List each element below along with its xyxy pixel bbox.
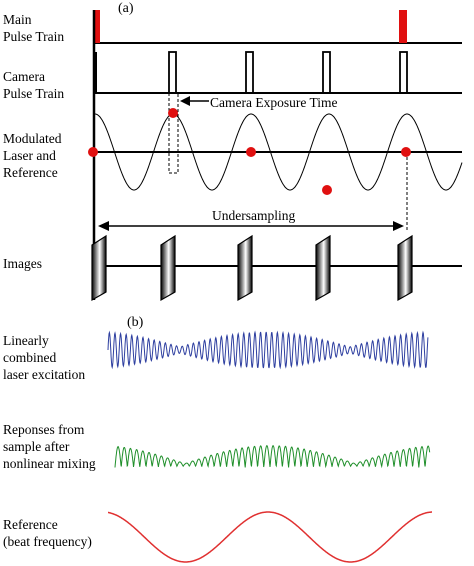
- linear-combined-wave: [107, 330, 429, 370]
- sample-marker: [168, 108, 178, 118]
- responses-label-line2: sample after: [3, 439, 70, 454]
- main-pulse-label-line2: Pulse Train: [3, 29, 65, 44]
- modulated-label-line2: Laser and: [3, 148, 56, 163]
- undersampling-annotation: Undersampling: [212, 208, 296, 223]
- arrow-left-icon: [180, 96, 209, 106]
- sample-marker: [246, 147, 256, 157]
- image-frame: [237, 234, 253, 302]
- linear-label-line2: combined: [3, 350, 57, 365]
- image-frame: [315, 234, 331, 302]
- image-frame: [397, 234, 413, 302]
- camera-pulse: [399, 51, 408, 94]
- camera-pulse: [94, 52, 97, 93]
- modulated-label-line3: Reference: [3, 165, 58, 180]
- modulated-label-line1: Modulated: [3, 131, 62, 146]
- nonlinear-response-wave: [114, 444, 431, 469]
- double-arrow-icon: [98, 221, 404, 231]
- sample-marker: [401, 147, 411, 157]
- exposure-window: [168, 92, 179, 174]
- responses-label-line3: nonlinear mixing: [3, 456, 96, 471]
- camera-pulse-train: [94, 51, 462, 94]
- main-pulse-train: [94, 10, 462, 44]
- main-pulse: [399, 10, 407, 43]
- camera-pulse: [168, 51, 177, 94]
- responses-label-line1: Reponses from: [3, 422, 85, 437]
- camera-pulse: [245, 51, 254, 94]
- modulated-laser-wave: [93, 113, 463, 191]
- camera-pulse-label-line1: Camera: [3, 69, 45, 84]
- sample-marker: [322, 185, 332, 195]
- linear-label-line3: laser excitation: [3, 367, 86, 382]
- image-frames: [91, 234, 413, 302]
- sample-marker: [88, 147, 98, 157]
- reference-beat-wave: [108, 511, 432, 563]
- camera-pulse: [322, 51, 331, 94]
- image-frame: [160, 234, 176, 302]
- reference-label-line2: (beat frequency): [3, 534, 92, 549]
- reference-label-line1: Reference: [3, 517, 58, 532]
- images-label: Images: [3, 256, 42, 271]
- image-frame: [91, 234, 107, 302]
- camera-pulse-label-line2: Pulse Train: [3, 86, 65, 101]
- panel-a-label: (a): [118, 1, 134, 16]
- linear-label-line1: Linearly: [3, 333, 49, 348]
- main-pulse-label-line1: Main: [3, 12, 32, 27]
- panel-b-label: (b): [127, 315, 144, 330]
- main-pulse: [94, 10, 100, 43]
- exposure-annotation: Camera Exposure Time: [210, 95, 338, 110]
